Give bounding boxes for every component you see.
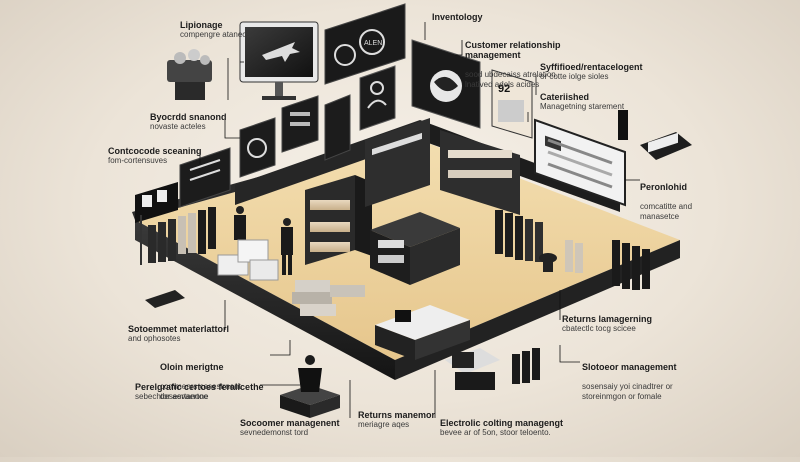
- label-title: Byocrdd snanond: [150, 112, 227, 122]
- label-sub: novaste acteles: [150, 122, 206, 131]
- label-title: Cateriished: [540, 92, 590, 102]
- monitor-left-3: [281, 95, 319, 153]
- label-title: Electrolic colting managengt: [440, 418, 564, 428]
- label-lipionage: Lipionage compengre atanecs: [180, 20, 250, 40]
- monitor-globe: [411, 39, 481, 129]
- label-title: Slotoeor management: [582, 362, 677, 372]
- label-inventology: Inventology: [432, 12, 483, 22]
- label-title: Oloin merigtne: [160, 362, 224, 372]
- label-title: Socoomer managenent: [240, 418, 340, 428]
- label-title: Contcocode sceaning: [108, 146, 202, 156]
- shelf-unit-center: [305, 175, 372, 265]
- label-contcocode: Contcocode sceaning fom-cortensuves: [108, 146, 202, 166]
- tablet-left: [135, 182, 178, 223]
- label-oloin: Oloin merigtne commenrs cesestrnent dese…: [160, 352, 241, 412]
- label-electrolic: Electrolic colting managengt bevee ar of…: [440, 418, 563, 438]
- plant: [539, 253, 557, 272]
- label-sub: or cotte iolge sioles: [540, 72, 609, 81]
- label-title: Lipionage: [180, 20, 223, 30]
- svg-text:92: 92: [498, 83, 510, 95]
- label-title: Customer relationship management: [465, 40, 561, 60]
- clothing-rack-right: [495, 210, 650, 290]
- monitor-left-2: [239, 117, 276, 178]
- label-sub: sebechtor aevaertoe: [135, 392, 208, 401]
- label-sub: and ophosotes: [128, 334, 181, 343]
- suit-mannequin-pedestal: [280, 355, 340, 418]
- label-sub: sosensaiy yoi cinadtrer or storeinmgon o…: [582, 382, 673, 401]
- label-perelgrafic: Perelgrafic certoes feralicethe sebechto…: [135, 382, 264, 402]
- label-title: Perelgrafic certoes feralicethe: [135, 382, 264, 392]
- person-icon: [370, 81, 384, 95]
- folded-clothes: [292, 280, 365, 316]
- checkout-counter: [375, 305, 470, 360]
- label-sub: cbatectlc tocg scicee: [562, 324, 636, 333]
- shelf-back-right: [440, 130, 520, 215]
- barcode-icon: [618, 110, 628, 140]
- label-sub: compengre atanecs: [180, 30, 251, 39]
- label-title: Inventology: [432, 12, 483, 22]
- label-title: Peronlohid: [640, 182, 687, 192]
- monitor-crm: [534, 118, 626, 207]
- label-sub: commenrs cesestrnent desesrtanone: [160, 382, 241, 401]
- boxes-stack: [217, 239, 279, 281]
- small-rack-front: [512, 348, 540, 384]
- label-sub: sevnedemonst tord: [240, 428, 309, 437]
- label-byocrdd: Byocrdd snanond novaste acteles: [150, 112, 227, 132]
- monitor-stats: 92: [491, 69, 533, 139]
- monitor-left-1: [179, 147, 231, 208]
- clothing-rack-left: [140, 207, 216, 265]
- shelf-back-left: [365, 118, 430, 207]
- label-returns-lamagening: Returns lamagerning cbatectlc tocg scice…: [562, 314, 652, 334]
- label-sub: bevee ar of 5on, stoor teloento.: [440, 428, 551, 437]
- mannequin-left: [234, 206, 246, 240]
- label-customer: Customer relationship management sood ub…: [465, 30, 615, 100]
- scanner-device: [167, 49, 212, 100]
- label-title: Returns lamagerning: [562, 314, 653, 324]
- mannequin-center: [281, 218, 293, 275]
- label-sub: sood ubdecaiss atrelation lnatived adels…: [465, 70, 556, 89]
- phone-device: [145, 290, 185, 308]
- label-title: Syffifioed/rentacelogent: [540, 62, 643, 72]
- keypad-device: [618, 110, 692, 160]
- svg-text:ALEN: ALEN: [364, 40, 382, 47]
- display-table: [370, 212, 460, 285]
- label-syffifioed: Syffifioed/rentacelogent or cotte iolge …: [540, 62, 643, 82]
- label-sub: fom-cortensuves: [108, 156, 168, 165]
- monitor-left-4: [324, 94, 351, 161]
- plane-icon: [262, 42, 300, 62]
- monitor-person: [359, 65, 396, 131]
- label-cateriished: Cateriished Managetning starement: [540, 92, 624, 112]
- label-sotoemmet: Sotoemmet materlattorl and ophosotes: [128, 324, 229, 344]
- pos-terminal: [445, 348, 500, 390]
- label-returns-manenor: Returns manemor meriagre aqes: [358, 410, 435, 430]
- label-title: Sotoemmet materlattorl: [128, 324, 230, 334]
- label-socoomer: Socoomer managenent sevnedemonst tord: [240, 418, 340, 438]
- monitor-analytics: ALEN: [324, 3, 406, 85]
- label-title: Returns manemor: [358, 410, 436, 420]
- label-sub: Managetning starement: [540, 102, 625, 111]
- label-sub: meriagre aqes: [358, 420, 410, 429]
- label-sub: comcatitte and manasetce: [640, 202, 693, 221]
- chart-icon: [359, 29, 385, 55]
- monitor-plane: [239, 21, 319, 100]
- label-slotoeor: Slotoeor management sosensaiy yoi cinadt…: [582, 352, 677, 412]
- callout-lines: [199, 22, 640, 418]
- label-peronlohid: Peronlohid comcatitte and manasetce: [640, 172, 692, 232]
